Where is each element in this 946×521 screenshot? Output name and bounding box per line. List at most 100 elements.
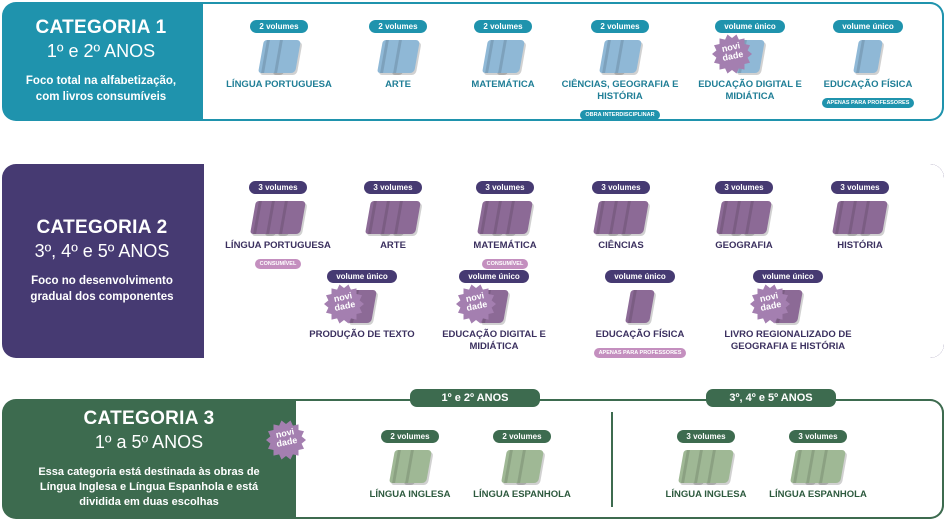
subject-note-pill: CONSUMÍVEL (254, 258, 302, 269)
volume-pill: 2 volumes (369, 20, 427, 33)
subject-name: ARTE (380, 240, 406, 251)
book-icon (391, 201, 421, 234)
volume-pill: 3 volumes (364, 181, 422, 194)
book-stack-icon (256, 37, 303, 75)
subject-name: LÍNGUA ESPANHOLA (473, 489, 571, 500)
subject-name: CIÊNCIAS, GEOGRAFIA E HISTÓRIA (561, 79, 679, 102)
book-stack-icon (480, 37, 527, 75)
volume-pill: 3 volumes (249, 181, 307, 194)
book-stack-icon (591, 198, 651, 236)
category-3-panel: CATEGORIA 3 1º a 5º ANOS Essa categoria … (2, 399, 944, 519)
volume-pill: 3 volumes (476, 181, 534, 194)
book-icon (858, 201, 888, 234)
book-icon (625, 290, 655, 323)
subject-note-pill: OBRA INTERDISCIPLINAR (580, 109, 660, 120)
volume-pill: volume único (753, 270, 823, 283)
category-1-panel: CATEGORIA 1 1º e 2º ANOS Foco total na a… (2, 2, 944, 121)
category-2-title: CATEGORIA 2 (36, 216, 168, 238)
volume-pill: 2 volumes (250, 20, 308, 33)
category-2-years: 3º, 4º e 5º ANOS (34, 240, 170, 261)
volume-pill: 2 volumes (381, 430, 439, 443)
book-icon (276, 201, 306, 234)
book-icon (619, 201, 649, 234)
novidade-badge: novi dade (456, 284, 496, 324)
category-1-content (203, 2, 944, 121)
category-3-description: Essa categoria está destinada às obras d… (38, 466, 260, 508)
category-2-content (204, 164, 944, 358)
subject-note-pill: APENAS PARA PROFESSORES (821, 97, 915, 108)
book-icon (401, 450, 432, 483)
subject-name: LÍNGUA ESPANHOLA (769, 489, 867, 500)
subject-name: CIÊNCIAS (598, 240, 644, 251)
subject-name: MATEMÁTICA (471, 79, 535, 90)
book-stack-icon (623, 287, 657, 325)
subject-name: EDUCAÇÃO FÍSICA (823, 79, 913, 90)
subject-name: LÍNGUA INGLESA (665, 489, 747, 500)
book-stack-icon (851, 37, 885, 75)
category-2-label: CATEGORIA 2 3º, 4º e 5º ANOS Foco no des… (2, 164, 202, 358)
novidade-badge: novi dade (750, 284, 790, 324)
subject-name: GEOGRAFIA (715, 240, 773, 251)
tab-3-4-5-anos: 3º, 4º e 5º ANOS (706, 389, 836, 407)
volume-pill: 3 volumes (592, 181, 650, 194)
book-icon (494, 40, 525, 73)
volume-pill: 3 volumes (831, 181, 889, 194)
book-stack-icon (387, 447, 434, 485)
book-icon (513, 450, 544, 483)
subject-name: LÍNGUA PORTUGUESA (226, 79, 332, 90)
novidade-badge: novi dade (712, 34, 752, 74)
tab-1-2-anos: 1º e 2º ANOS (410, 389, 540, 407)
book-icon (742, 201, 772, 234)
subject-name: LIVRO REGIONALIZADO DE GEOGRAFIA E HISTÓ… (724, 329, 852, 352)
book-stack-icon (363, 198, 423, 236)
volume-pill: volume único (327, 270, 397, 283)
category-2-description: Foco no desenvolvimento gradual dos comp… (30, 274, 174, 303)
category-1-description: Foco total na alfabetização, com livros … (25, 75, 177, 103)
book-stack-icon (676, 447, 736, 485)
subject-name: PRODUÇÃO DE TEXTO (309, 329, 415, 340)
volume-pill: volume único (605, 270, 675, 283)
book-stack-icon (830, 198, 890, 236)
book-stack-icon (597, 37, 644, 75)
book-icon (611, 40, 642, 73)
book-stack-icon (714, 198, 774, 236)
category-1-title: CATEGORIA 1 (35, 17, 167, 39)
subject-note-pill: CONSUMÍVEL (481, 258, 529, 269)
book-stack-icon (475, 198, 535, 236)
book-icon (816, 450, 846, 483)
book-stack-icon (788, 447, 848, 485)
subject-name: EDUCAÇÃO DIGITAL E MIDIÁTICA (698, 79, 802, 102)
category-3-title: CATEGORIA 3 (83, 408, 215, 430)
category-1-label: CATEGORIA 1 1º e 2º ANOS Foco total na a… (2, 2, 200, 121)
subject-name: EDUCAÇÃO FÍSICA (595, 329, 685, 340)
volume-pill: volume único (833, 20, 903, 33)
category-3-divider (611, 412, 613, 507)
book-stack-icon (248, 198, 308, 236)
book-icon (270, 40, 301, 73)
book-stack-icon (499, 447, 546, 485)
category-3-label: CATEGORIA 3 1º a 5º ANOS Essa categoria … (2, 399, 296, 519)
subject-name: ARTE (385, 79, 411, 90)
subject-name: LÍNGUA PORTUGUESA (225, 240, 331, 251)
subject-name: MATEMÁTICA (473, 240, 537, 251)
book-icon (503, 201, 533, 234)
book-stack-icon (375, 37, 422, 75)
subject-name: EDUCAÇÃO DIGITAL E MIDIÁTICA (442, 329, 546, 352)
